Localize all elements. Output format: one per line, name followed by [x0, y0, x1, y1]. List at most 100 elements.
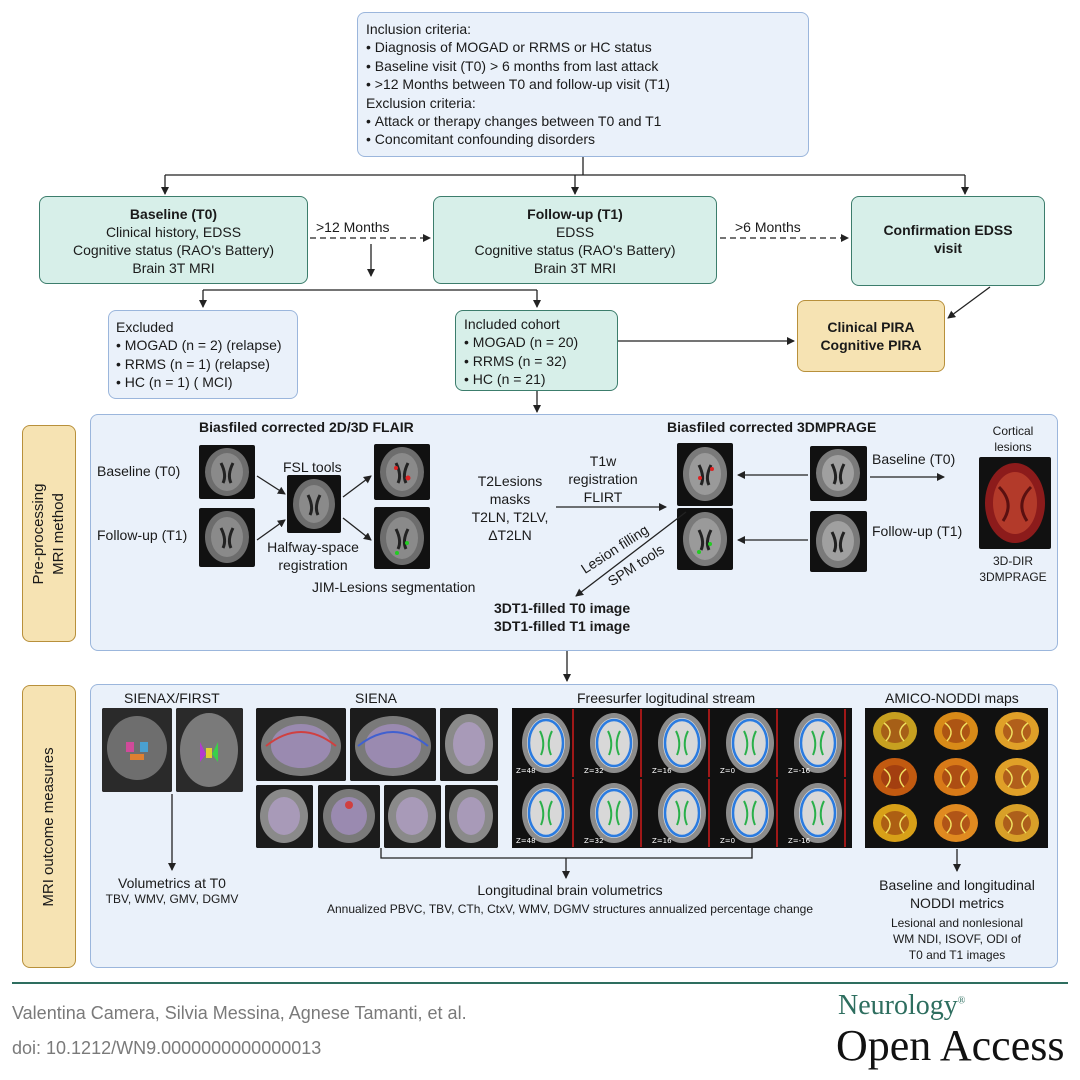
excluded-list: MOGAD (n = 2) (relapse) RRMS (n = 1) (re… [116, 336, 297, 392]
cortical-lesions-image [979, 457, 1051, 549]
freesurfer-grid: Z=48 Z=32 Z=16 Z=0 Z=-16 [512, 708, 852, 848]
noddi-sub: Lesional and nonlesional WM NDI, ISOVF, … [860, 915, 1054, 963]
excluded-item: MOGAD (n = 2) (relapse) [116, 336, 297, 355]
freesurfer-title: Freesurfer logitudinal stream [577, 690, 756, 706]
exclusion-list: Attack or therapy changes between T0 and… [366, 112, 808, 149]
fsl-tools-label: FSL tools [283, 459, 342, 475]
z-label: Z=16 [652, 837, 672, 845]
included-box: Included cohort MOGAD (n = 20) RRMS (n =… [455, 310, 618, 391]
siena-title: SIENA [355, 690, 398, 706]
followup-t1-right-label: Follow-up (T1) [872, 523, 963, 539]
gap-label-6-months: >6 Months [735, 219, 801, 235]
freesurfer-slice-image: Z=48 [513, 779, 579, 847]
baseline-box: Baseline (T0) Clinical history, EDSS Cog… [39, 196, 308, 284]
logo-open-access: Open Access [836, 1021, 1065, 1070]
followup-line: Cognitive status (RAO's Battery) [474, 242, 676, 258]
baseline-t0-label: Baseline (T0) [97, 463, 181, 479]
volumetrics-t0-sub: TBV, WMV, GMV, DGMV [105, 892, 239, 906]
cortical-lesions-label: Cortical lesions [980, 423, 1046, 455]
inclusion-list: Diagnosis of MOGAD or RRMS or HC status … [366, 38, 808, 94]
cortical-line: lesions [994, 440, 1032, 454]
followup-line: EDSS [555, 224, 595, 240]
t1w-line: registration [568, 471, 638, 487]
longitudinal-sub: Annualized PBVC, TBV, CTh, CtxV, WMV, DG… [326, 902, 814, 916]
noddi-title-line: NODDI metrics [909, 895, 1005, 911]
dir-line: 3DMPRAGE [979, 570, 1047, 584]
baseline-line: Cognitive status (RAO's Battery) [72, 242, 275, 258]
amico-grid [865, 708, 1048, 848]
exclusion-item: Concomitant confounding disorders [366, 130, 808, 149]
logo-neurology-text: Neurology [838, 990, 958, 1021]
z-label: Z=16 [652, 767, 672, 775]
citation-doi: doi: 10.1212/WN9.0000000000000013 [12, 1038, 322, 1058]
amico-map-image [866, 709, 925, 753]
noddi-sub-line: WM NDI, ISOVF, ODI of [892, 932, 1021, 946]
halfway-line: Halfway-space [267, 539, 359, 555]
freesurfer-slice-image: Z=0 [717, 779, 783, 847]
gap-label-12-months: >12 Months [316, 219, 390, 235]
t1w-label: T1w registration FLIRT [553, 452, 653, 506]
sienax-axial-image [176, 708, 243, 792]
amico-map-image [988, 755, 1047, 799]
baseline-title: Baseline (T0) [129, 206, 218, 222]
z-label: Z=0 [720, 837, 736, 845]
inclusion-title: Inclusion criteria: [366, 21, 472, 37]
freesurfer-slice-image: Z=16 [649, 709, 715, 777]
excluded-item: HC (n = 1) ( MCI) [116, 373, 297, 392]
mprage-followup-image [810, 511, 867, 572]
siena-image [440, 708, 498, 781]
followup-title: Follow-up (T1) [527, 206, 623, 222]
z-label: Z=-16 [788, 767, 811, 775]
exclusion-item: Attack or therapy changes between T0 and… [366, 112, 808, 131]
freesurfer-slice-image: Z=-16 [785, 779, 851, 847]
excluded-title: Excluded [116, 319, 174, 335]
freesurfer-slice-image: Z=32 [581, 779, 647, 847]
noddi-title-line: Baseline and longitudinal [879, 877, 1035, 893]
amico-map-image [927, 709, 986, 753]
z-label: Z=32 [584, 837, 604, 845]
inclusion-item: >12 Months between T0 and follow-up visi… [366, 75, 808, 94]
confirmation-title: Confirmation EDSS [883, 222, 1013, 238]
siena-image [445, 785, 498, 848]
citation-authors: Valentina Camera, Silvia Messina, Agnese… [12, 1003, 467, 1023]
sienax-coronal-image [102, 708, 172, 792]
excluded-box: Excluded MOGAD (n = 2) (relapse) RRMS (n… [108, 310, 298, 399]
z-label: Z=-16 [788, 837, 811, 845]
halfway-label: Halfway-space registration [258, 538, 368, 574]
confirmation-title: visit [933, 240, 962, 256]
logo-neurology: Neurology® [838, 990, 965, 1022]
criteria-box: Inclusion criteria: Diagnosis of MOGAD o… [357, 12, 809, 157]
t1w-line: FLIRT [583, 489, 623, 505]
halfway-space-image [287, 475, 341, 533]
t1w-line: T1w [589, 453, 617, 469]
siena-image [256, 785, 313, 848]
t2-line: T2Lesions [477, 473, 543, 489]
t2-line: masks [489, 491, 531, 507]
inclusion-item: Baseline visit (T0) > 6 months from last… [366, 57, 808, 76]
footer-divider [12, 982, 1068, 984]
outcome-side-label: MRI outcome measures [22, 685, 76, 968]
freesurfer-slice-image: Z=0 [717, 709, 783, 777]
z-label: Z=48 [516, 837, 536, 845]
noddi-sub-line: Lesional and nonlesional [890, 916, 1024, 930]
halfway-line: registration [278, 557, 348, 573]
mprage-registered-t0-image [677, 443, 733, 506]
excluded-item: RRMS (n = 1) (relapse) [116, 355, 297, 374]
mprage-title: Biasfiled corrected 3DMPRAGE [667, 419, 877, 435]
lesion-mask-t1-image [374, 507, 430, 569]
filled-t0-label: 3DT1-filled T0 image [494, 600, 631, 616]
freesurfer-slice-image: Z=32 [581, 709, 647, 777]
amico-map-image [927, 801, 986, 845]
jim-label: JIM-Lesions segmentation [312, 579, 476, 595]
freesurfer-slice-image: Z=48 [513, 709, 579, 777]
longitudinal-title: Longitudinal brain volumetrics [477, 882, 663, 898]
flair-followup-image [199, 508, 255, 567]
included-item: MOGAD (n = 20) [464, 333, 617, 352]
siena-image [350, 708, 436, 781]
baseline-line: Clinical history, EDSS [105, 224, 242, 240]
amico-map-image [988, 801, 1047, 845]
z-label: Z=32 [584, 767, 604, 775]
sienax-title: SIENAX/FIRST [124, 690, 220, 706]
